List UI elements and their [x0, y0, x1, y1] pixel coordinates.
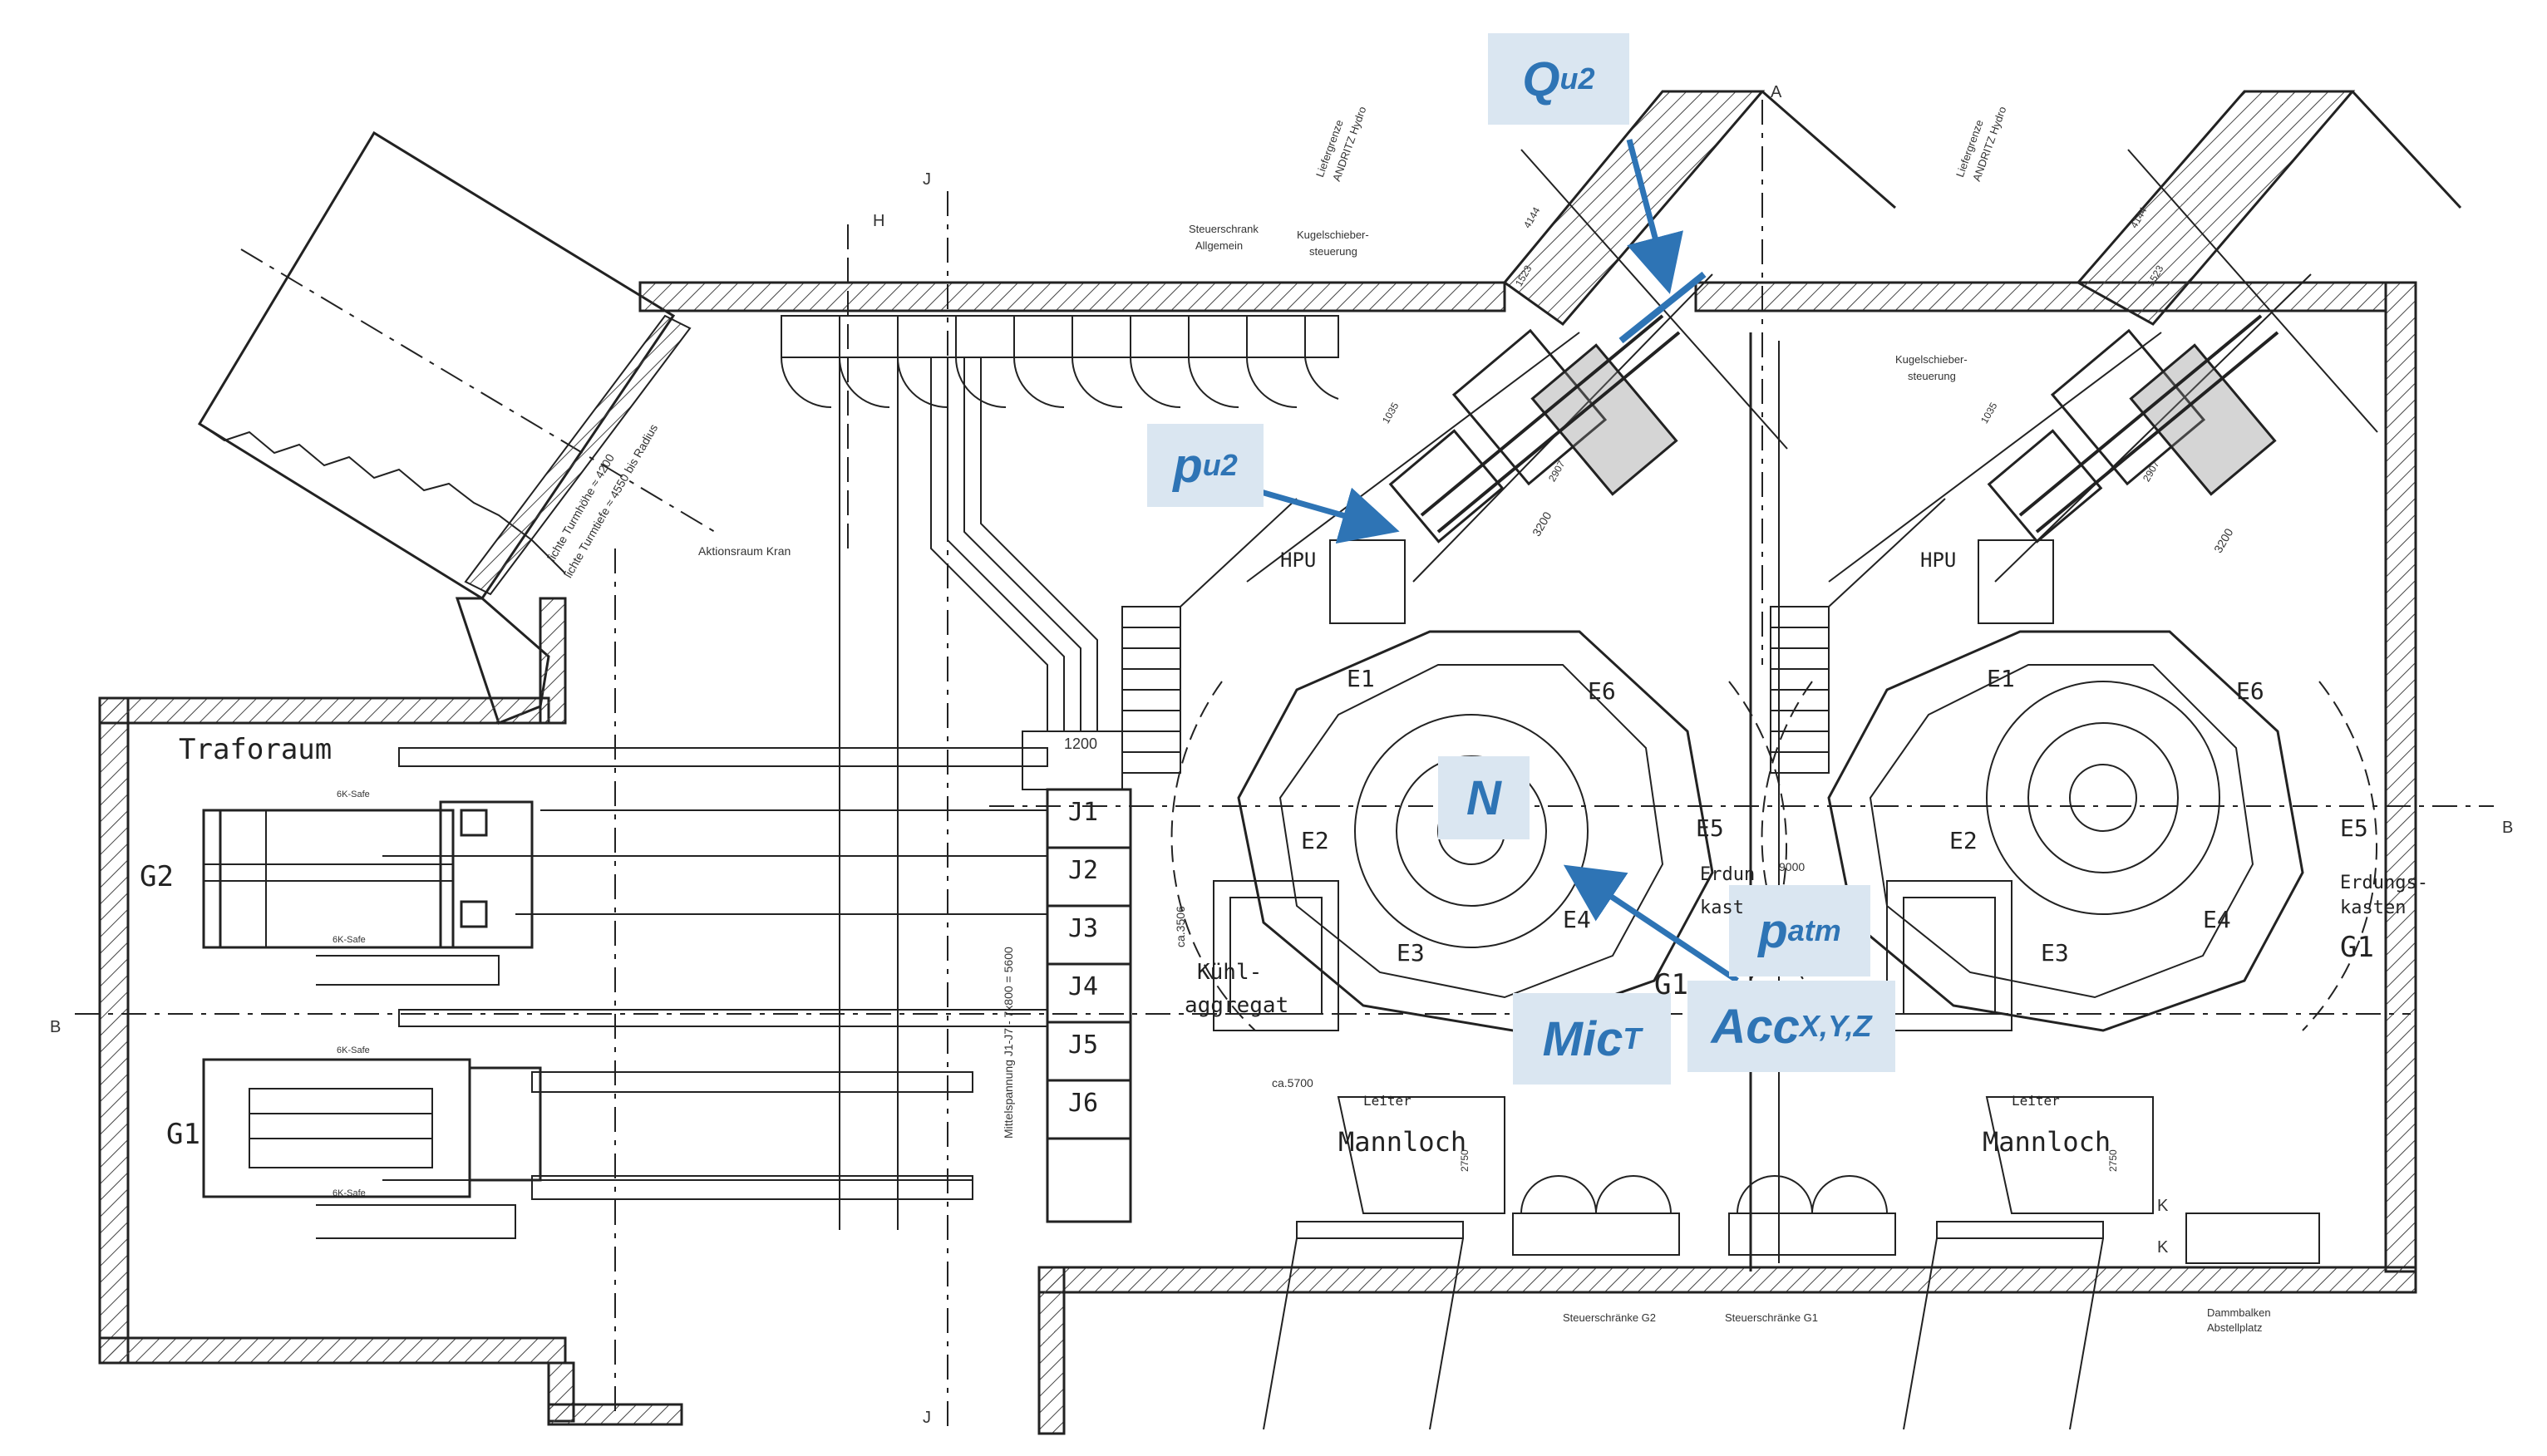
turbine-unit-right [1761, 314, 2377, 1430]
section-mark-k-bottom: K [2157, 1238, 2169, 1257]
dim-mittelspannung: Mittelspannung J1-J7 - 7x800 = 5600 [1002, 947, 1015, 1139]
dim-2750-right: 2750 [2107, 1149, 2119, 1172]
note-g1-bottom: 6K-Safe [333, 1188, 366, 1198]
outer-walls [98, 281, 2417, 1435]
note-kugelschieber-2: steuerung [1309, 245, 1357, 258]
element-e3-left: E3 [1397, 939, 1425, 967]
room-kuehl-2: aggregat [1185, 993, 1289, 1018]
sensor-label-qu2-sub: u2 [1559, 61, 1595, 96]
section-mark-j-bottom: J [923, 1409, 931, 1427]
element-e1-right: E1 [1987, 665, 2015, 692]
sensor-arrows [1254, 139, 1739, 983]
room-g1-left: G1 [166, 1118, 200, 1151]
sensor-q-marker [1618, 271, 1707, 344]
sensor-label-patm-sub: atm [1787, 913, 1841, 947]
room-traforaum: Traforaum [179, 733, 333, 766]
sensor-label-mict-sub: T [1623, 1021, 1642, 1055]
transformer-g2 [202, 800, 534, 986]
turbine-unit-left [1170, 314, 1787, 1430]
dim-1200: 1200 [1064, 735, 1098, 752]
element-e2-right: E2 [1949, 827, 1978, 854]
section-mark-b-left: B [50, 1018, 62, 1036]
room-g1-right: G1 [2340, 931, 2374, 964]
transformer-g1 [202, 1058, 542, 1239]
dim-2750-left: 2750 [1459, 1149, 1471, 1172]
element-e3-right: E3 [2041, 939, 2069, 967]
section-mark-a: A [1771, 83, 1782, 101]
room-mannloch-left: Mannloch [1338, 1126, 1467, 1158]
note-aktionsraum: Aktionsraum Kran [698, 544, 791, 558]
section-mark-j-top: J [923, 170, 931, 189]
junction-box-column [1046, 788, 1132, 1223]
note-steuerschraenke-g2: Steuerschränke G2 [1563, 1311, 1657, 1324]
stairs [1121, 498, 1946, 774]
dim-5700: ca.5700 [1272, 1076, 1313, 1090]
element-e6-left: E6 [1588, 677, 1616, 705]
bottom-cabinets [1512, 1175, 2320, 1264]
junction-box-j2: J2 [1068, 856, 1099, 885]
sensor-label-pu2-sub: u2 [1202, 448, 1238, 482]
busbars [382, 747, 1048, 1200]
penstocks [1246, 90, 2462, 583]
sensor-label-mict-base: Mic [1542, 1011, 1623, 1066]
note-g2-top: 6K-Safe [337, 789, 370, 799]
sensor-label-pu2-base: p [1173, 438, 1203, 493]
note-g1-top: 6K-Safe [337, 1045, 370, 1055]
junction-box-j4: J4 [1068, 972, 1099, 1001]
room-hpu-left: HPU [1280, 548, 1317, 572]
note-steuerschrank-1: Steuerschrank [1189, 223, 1259, 235]
element-e5-right: E5 [2340, 814, 2368, 842]
section-mark-k-top: K [2157, 1197, 2169, 1215]
note-kugelschieber-r1: Kugelschieber- [1895, 353, 1968, 366]
junction-box-j3: J3 [1068, 914, 1099, 943]
dim-9000: 9000 [1779, 860, 1806, 873]
room-erdungs-2: kasten [2340, 898, 2407, 918]
room-leiter-right: Leiter [2012, 1093, 2060, 1109]
element-e1-left: E1 [1347, 665, 1375, 692]
inclined-shaft [197, 130, 716, 725]
section-mark-h: H [873, 212, 885, 230]
element-e6-right: E6 [2236, 677, 2264, 705]
room-erdung-left-1: Erdun [1700, 864, 1756, 885]
element-e4-right: E4 [2203, 906, 2231, 933]
room-mannloch-right: Mannloch [1983, 1126, 2111, 1158]
sensor-label-acc-sub: X,Y,Z [1799, 1009, 1872, 1043]
note-dammbalken-1: Dammbalken [2207, 1306, 2271, 1319]
junction-box-j1: J1 [1068, 798, 1099, 827]
sensor-label-patm-base: p [1758, 903, 1788, 958]
control-cabinets [781, 315, 1339, 408]
element-e2-left: E2 [1301, 827, 1329, 854]
note-dammbalken-2: Abstellplatz [2207, 1321, 2263, 1334]
element-e4-left: E4 [1563, 906, 1591, 933]
sensor-label-qu2-base: Q [1522, 52, 1560, 106]
room-kuehl-1: Kühl- [1197, 960, 1263, 985]
room-erdungs-1: Erdungs- [2340, 873, 2428, 893]
sensor-label-acc-base: Acc [1711, 999, 1800, 1054]
junction-box-j6: J6 [1068, 1089, 1099, 1118]
room-leiter-left: Leiter [1363, 1093, 1411, 1109]
room-g1-partial: G1 [1654, 968, 1688, 1001]
sensor-label-n-base: N [1466, 770, 1501, 825]
note-kugelschieber-r2: steuerung [1908, 370, 1956, 382]
note-kugelschieber-1: Kugelschieber- [1297, 229, 1369, 241]
section-mark-b-right: B [2502, 819, 2514, 837]
sensor-label-n: N [1438, 756, 1530, 839]
note-steuerschrank-2: Allgemein [1195, 239, 1244, 252]
element-e5-left: E5 [1696, 814, 1724, 842]
room-erdung-left-2: kast [1700, 898, 1744, 918]
dim-3506: ca.3506 [1174, 906, 1187, 947]
note-steuerschraenke-g1: Steuerschränke G1 [1725, 1311, 1819, 1324]
junction-box-j5: J5 [1068, 1031, 1099, 1060]
room-hpu-right: HPU [1920, 548, 1957, 572]
room-g2: G2 [140, 860, 174, 893]
note-g2-bottom: 6K-Safe [333, 935, 366, 945]
